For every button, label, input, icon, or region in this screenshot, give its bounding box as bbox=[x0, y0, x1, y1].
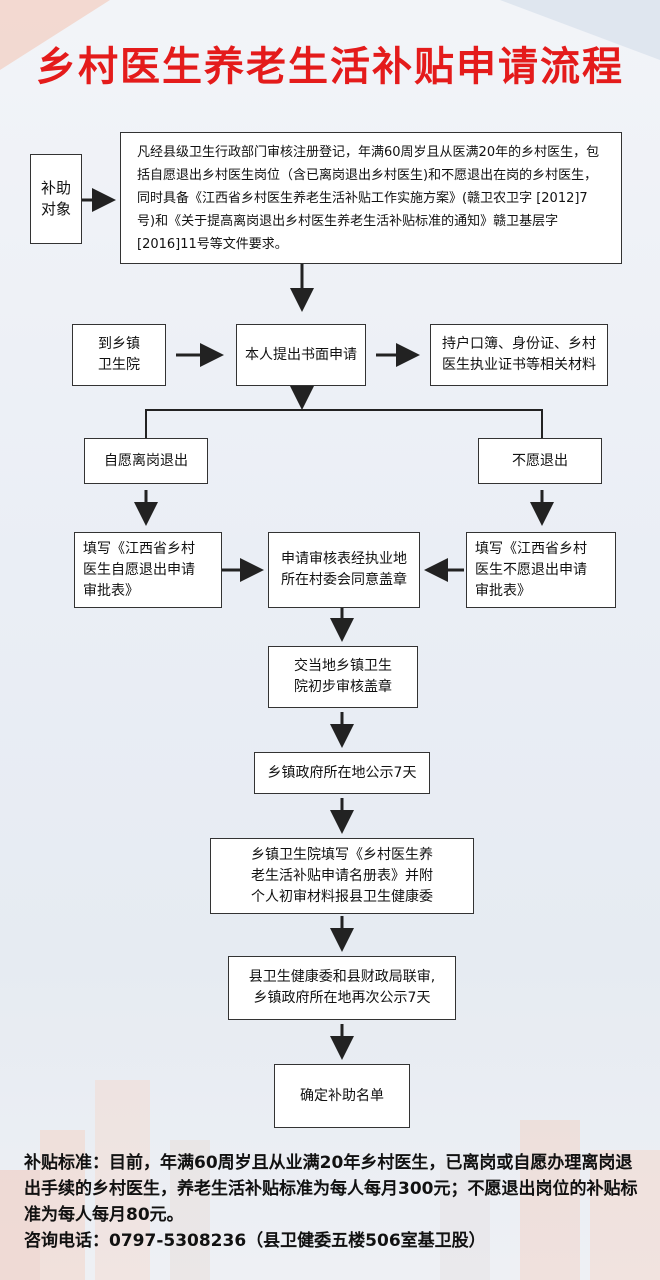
corner-decoration bbox=[0, 0, 110, 70]
no-exit-box: 不愿退出 bbox=[478, 438, 602, 484]
personal-application-box: 本人提出书面申请 bbox=[236, 324, 366, 386]
form-no-exit-box: 填写《江西省乡村 医生不愿退出申请 审批表》 bbox=[466, 532, 616, 608]
voluntary-exit-box: 自愿离岗退出 bbox=[84, 438, 208, 484]
township-hospital-box: 到乡镇 卫生院 bbox=[72, 324, 166, 386]
subsidy-target-label: 补助 对象 bbox=[30, 154, 82, 244]
corner-decoration bbox=[500, 0, 660, 60]
page-title: 乡村医生养老生活补贴申请流程 bbox=[36, 44, 624, 90]
footer-info: 补贴标准：目前，年满60周岁且从业满20年乡村医生，已离岗或自愿办理离岗退出手续… bbox=[24, 1150, 644, 1254]
township-review-box: 交当地乡镇卫生 院初步审核盖章 bbox=[268, 646, 418, 708]
subsidy-standard: 补贴标准：目前，年满60周岁且从业满20年乡村医生，已离岗或自愿办理离岗退出手续… bbox=[24, 1150, 644, 1228]
subsidy-target-description: 凡经县级卫生行政部门审核注册登记，年满60周岁且从医满20年的乡村医生，包括自愿… bbox=[120, 132, 622, 264]
standard-label: 补贴标准 bbox=[24, 1153, 92, 1173]
register-form-box: 乡镇卫生院填写《乡村医生养 老生活补贴申请名册表》并附 个人初审材料报县卫生健康… bbox=[210, 838, 474, 914]
contact-label: 咨询电话 bbox=[24, 1231, 92, 1251]
publicity-box: 乡镇政府所在地公示7天 bbox=[254, 752, 430, 794]
city-skyline-background bbox=[0, 1080, 660, 1280]
branch-connector bbox=[145, 409, 543, 438]
contact-text: ：0797-5308236（县卫健委五楼506室基卫股） bbox=[92, 1231, 486, 1251]
joint-review-box: 县卫生健康委和县财政局联审, 乡镇政府所在地再次公示7天 bbox=[228, 956, 456, 1020]
standard-text: ：目前，年满60周岁且从业满20年乡村医生，已离岗或自愿办理离岗退出手续的乡村医… bbox=[24, 1153, 638, 1225]
village-approval-box: 申请审核表经执业地 所在村委会同意盖章 bbox=[268, 532, 420, 608]
materials-box: 持户口簿、身份证、乡村 医生执业证书等相关材料 bbox=[430, 324, 608, 386]
form-voluntary-box: 填写《江西省乡村 医生自愿退出申请 审批表》 bbox=[74, 532, 222, 608]
final-list-box: 确定补助名单 bbox=[274, 1064, 410, 1128]
contact-info: 咨询电话：0797-5308236（县卫健委五楼506室基卫股） bbox=[24, 1228, 644, 1254]
